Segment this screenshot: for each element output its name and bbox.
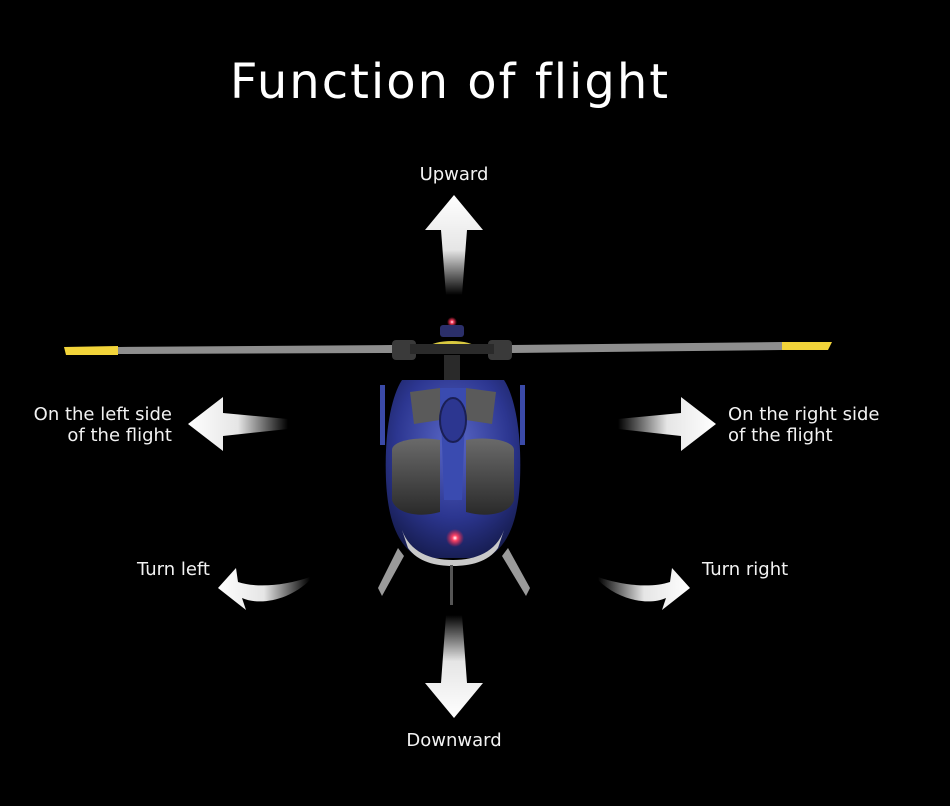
turn-right-arrow-icon bbox=[598, 568, 690, 610]
left-rotor-blade bbox=[64, 345, 392, 355]
downward-arrow-icon bbox=[425, 615, 483, 718]
label-left-side-line1: On the left side bbox=[33, 404, 172, 425]
page-title: Function of flight bbox=[229, 54, 671, 110]
right-side-arrow-icon bbox=[618, 397, 716, 451]
label-turn-left: Turn left bbox=[136, 559, 210, 580]
upward-arrow-icon bbox=[425, 195, 483, 295]
label-upward: Upward bbox=[419, 164, 489, 185]
left-side-arrow-icon bbox=[188, 397, 288, 451]
right-rotor-blade bbox=[512, 342, 832, 353]
label-right-side-line2: of the flight bbox=[728, 425, 833, 446]
label-right-side: On the right side of the flight bbox=[728, 404, 928, 446]
turn-left-arrow-icon bbox=[218, 568, 310, 610]
label-right-side-line1: On the right side bbox=[728, 404, 880, 425]
label-left-side-line2: of the flight bbox=[67, 425, 172, 446]
label-turn-right: Turn right bbox=[702, 559, 789, 580]
top-led-icon bbox=[447, 317, 457, 327]
label-downward: Downward bbox=[406, 730, 502, 751]
nose-led-icon bbox=[446, 529, 464, 547]
label-left-side: On the left side of the flight bbox=[12, 404, 172, 446]
helicopter-illustration bbox=[64, 317, 832, 605]
